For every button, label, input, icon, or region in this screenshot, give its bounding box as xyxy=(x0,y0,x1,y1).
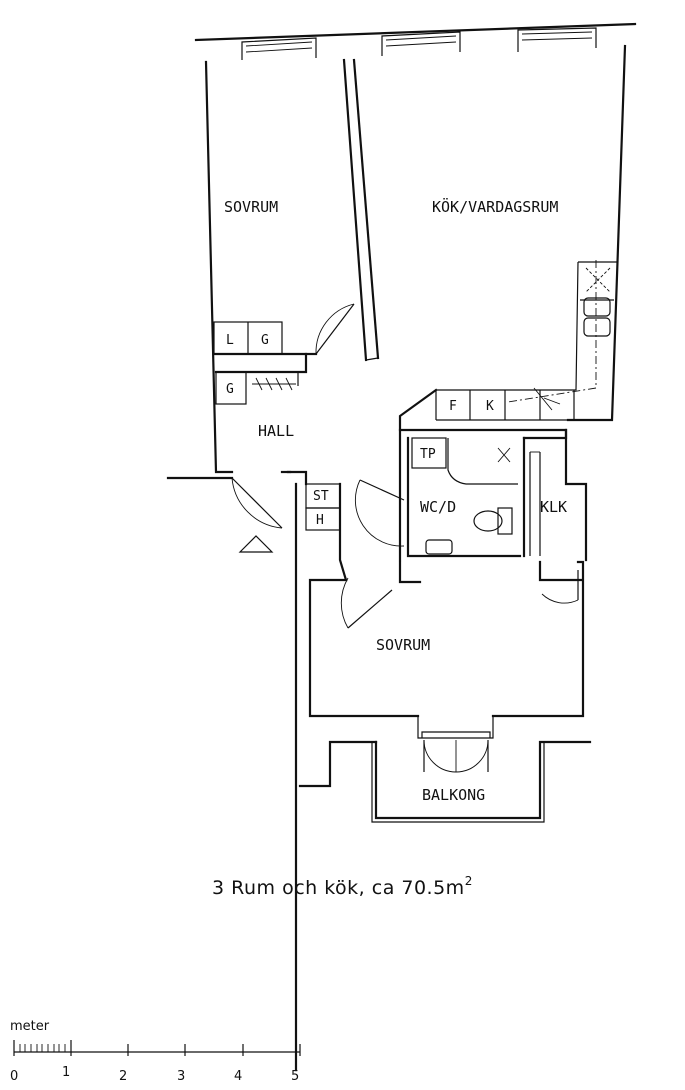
fixture-label-st: ST xyxy=(313,489,329,504)
room-label-balkong: BALKONG xyxy=(422,786,485,804)
room-label-kok-vardagsrum: KÖK/VARDAGSRUM xyxy=(432,197,558,216)
hall-furniture xyxy=(212,303,355,405)
klk-closet xyxy=(529,428,588,604)
scale-tick-2: 2 xyxy=(119,1069,127,1084)
scale-unit-label: meter xyxy=(10,1019,50,1034)
outer-walls xyxy=(166,22,637,1072)
st-h-cabinets xyxy=(305,483,341,531)
balcony-doors xyxy=(417,716,494,773)
scale-tick-0: 0 xyxy=(10,1069,18,1084)
fixture-label-h: H xyxy=(316,513,324,528)
entrance-triangle-icon xyxy=(238,535,274,553)
scale-bar: meter 0 1 2 3 4 5 xyxy=(10,1019,301,1084)
room-label-klk: KLK xyxy=(540,498,567,516)
south-bedroom-door xyxy=(340,577,393,629)
scale-tick-5: 5 xyxy=(291,1069,299,1084)
room-label-hall: HALL xyxy=(258,422,294,440)
room-label-sovrum-north: SOVRUM xyxy=(224,198,278,216)
plan-caption-text: 3 Rum och kök, ca 70.5m xyxy=(212,877,465,899)
room-label-sovrum-south: SOVRUM xyxy=(376,636,430,654)
scale-tick-4: 4 xyxy=(234,1069,242,1084)
room-label-wc-d: WC/D xyxy=(420,498,456,516)
kitchen-counter xyxy=(398,260,618,562)
bathroom xyxy=(354,428,568,558)
fixture-label-f: F xyxy=(449,399,457,414)
plan-caption-superscript: 2 xyxy=(465,874,473,888)
scale-tick-3: 3 xyxy=(177,1069,185,1084)
fixture-label-k: K xyxy=(486,399,494,414)
bedroom-kitchen-partition xyxy=(342,58,380,362)
north-windows xyxy=(241,27,597,60)
fixture-label-g-lower: G xyxy=(226,382,234,397)
fixture-label-tp: TP xyxy=(420,447,436,462)
plan-caption: 3 Rum och kök, ca 70.5m2 xyxy=(212,874,473,899)
scale-tick-1: 1 xyxy=(62,1065,70,1080)
fixture-label-g-upper: G xyxy=(261,333,269,348)
fixture-label-l: L xyxy=(226,333,234,348)
entrance-door xyxy=(231,470,292,529)
